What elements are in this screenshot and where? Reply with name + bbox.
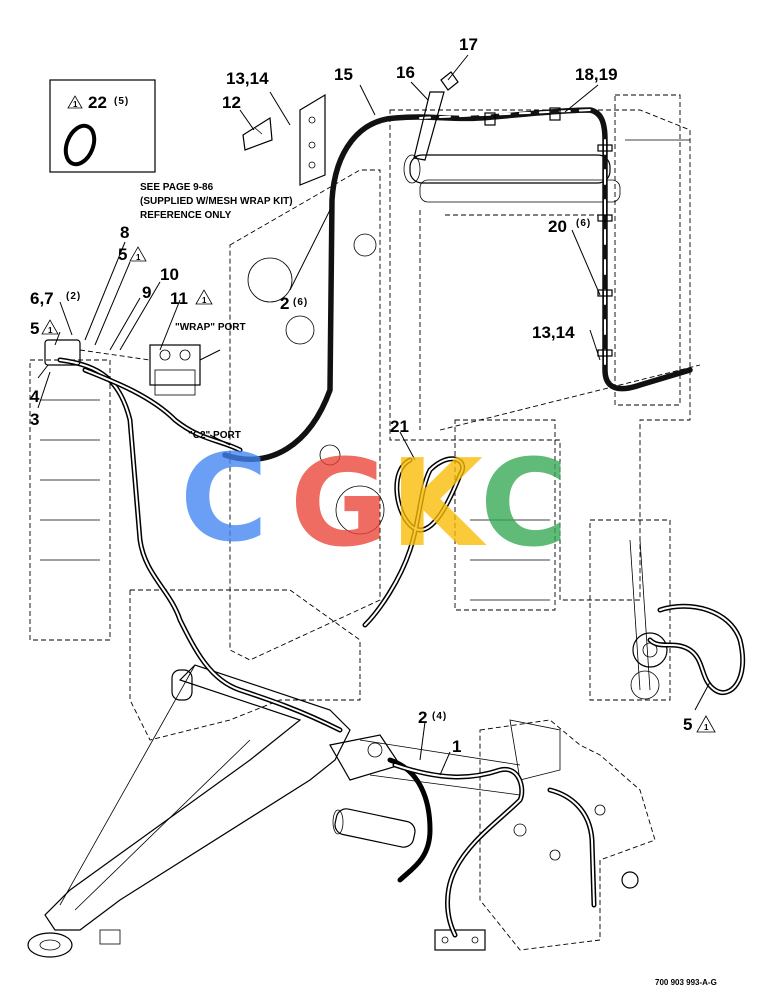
callout-9: 9 xyxy=(142,283,151,302)
callout-2-top: 2 xyxy=(280,294,289,313)
callout-18-19: 18,19 xyxy=(575,65,618,84)
o-ring-icon xyxy=(63,123,97,167)
baler-frame xyxy=(29,93,701,741)
callout-1: 1 xyxy=(452,737,461,756)
callout-6-7-qty: (2) xyxy=(66,291,81,302)
callout-22: 22 xyxy=(88,93,107,112)
valve-block xyxy=(44,339,201,396)
warning-triangle-icon: 1 xyxy=(195,289,213,305)
callout-12: 12 xyxy=(222,93,241,112)
callouts: 17 16 15 18,19 13,14 12 20 (6) 13,14 2 (… xyxy=(30,35,716,756)
callout-8: 8 xyxy=(120,223,129,242)
lower-right-frame xyxy=(434,719,656,951)
hose-15 xyxy=(222,107,693,462)
callout-22-qty: (5) xyxy=(114,96,129,107)
svg-text:1: 1 xyxy=(704,723,709,732)
c2-port-label: "C2" PORT xyxy=(188,430,241,441)
hose-lower-right xyxy=(547,787,597,908)
warning-triangle-icon: 1 xyxy=(41,319,59,335)
callout-5-upper: 5 xyxy=(118,245,127,264)
callout-2-bottom-qty: (4) xyxy=(432,711,447,722)
see-page-note-line3: REFERENCE ONLY xyxy=(140,210,232,221)
svg-text:1: 1 xyxy=(48,326,53,335)
o-ring-inset: 1 22 (5) xyxy=(49,79,156,173)
callout-5-left: 5 xyxy=(30,319,39,338)
figure-id: 700 903 993-A-G xyxy=(655,978,717,987)
svg-text:1: 1 xyxy=(202,296,207,305)
callout-2-bottom: 2 xyxy=(418,708,427,727)
callout-17: 17 xyxy=(459,35,478,54)
callout-5-right: 5 xyxy=(683,715,692,734)
watermark-letter-c2: C xyxy=(480,435,568,574)
wrap-port-label: "WRAP" PORT xyxy=(175,322,246,333)
hose-right-loop xyxy=(647,603,746,695)
callout-15: 15 xyxy=(334,65,353,84)
callout-13-14-right: 13,14 xyxy=(532,323,575,342)
svg-text:1: 1 xyxy=(136,253,141,262)
warning-triangle-icon: 1 xyxy=(67,95,83,109)
tongue-assembly xyxy=(27,664,521,958)
callout-11: 11 xyxy=(170,289,188,308)
leader-lines xyxy=(37,54,711,776)
see-page-note-line2: (SUPPLIED W/MESH WRAP KIT) xyxy=(140,196,293,207)
callout-13-14-top: 13,14 xyxy=(226,69,269,88)
callout-10: 10 xyxy=(160,265,179,284)
callout-3: 3 xyxy=(30,410,39,429)
watermark-letter-g: G xyxy=(290,435,389,574)
rod-16 xyxy=(413,71,459,161)
see-page-note-line1: SEE PAGE 9-86 xyxy=(140,182,214,193)
svg-text:1: 1 xyxy=(73,100,78,109)
callout-2-top-qty: (6) xyxy=(293,297,308,308)
warning-triangle-icon: 1 xyxy=(696,715,716,733)
watermark-letter-c1: C xyxy=(180,430,268,569)
notes: SEE PAGE 9-86 (SUPPLIED W/MESH WRAP KIT)… xyxy=(140,182,293,441)
callout-20-qty: (6) xyxy=(576,218,591,229)
callout-20: 20 xyxy=(548,217,567,236)
callout-4: 4 xyxy=(30,387,40,406)
warning-triangle-icon: 1 xyxy=(129,246,147,262)
callout-6-7: 6,7 xyxy=(30,289,54,308)
watermark: C G K C xyxy=(180,430,568,574)
callout-16: 16 xyxy=(396,63,415,82)
callout-21: 21 xyxy=(390,417,409,436)
hose-clamps xyxy=(484,107,613,357)
hoses xyxy=(57,107,746,938)
watermark-letter-k: K xyxy=(390,435,487,574)
